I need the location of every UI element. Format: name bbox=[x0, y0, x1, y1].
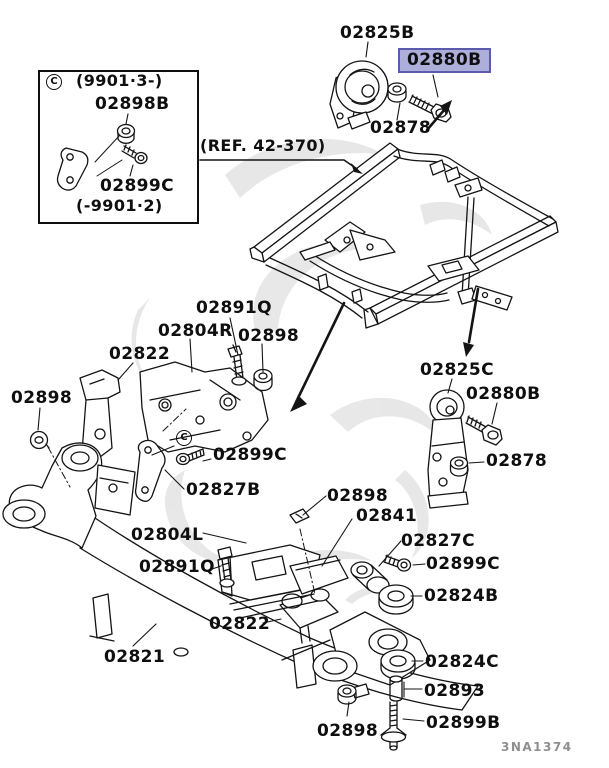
inset-circle-c-mark: C bbox=[46, 74, 62, 90]
callout-02880b-selected[interactable]: 02880B bbox=[398, 48, 491, 73]
applicability-inset-box bbox=[38, 70, 199, 224]
bolt-02891q-bottom-drawing bbox=[217, 546, 235, 588]
shield-02804l-drawing bbox=[217, 544, 321, 619]
mount-02825c-drawing bbox=[427, 389, 469, 509]
spacer-02893-drawing bbox=[389, 675, 403, 702]
callout-02891q-top[interactable]: 02891Q bbox=[196, 298, 272, 318]
callout-02804r[interactable]: 02804R bbox=[158, 321, 233, 341]
frame-drawing bbox=[249, 142, 559, 329]
callout-02824c[interactable]: 02824C bbox=[425, 652, 500, 672]
inset-parts-drawing bbox=[56, 123, 148, 191]
callout-02822-bottom[interactable]: 02822 bbox=[209, 614, 271, 634]
callout-02899c-right[interactable]: 02899C bbox=[426, 554, 501, 574]
pointer-arrows bbox=[297, 107, 480, 398]
nut-02878-right-drawing bbox=[449, 456, 469, 477]
diagram-code: 3NA1374 bbox=[501, 740, 573, 754]
bolt-02899b-drawing bbox=[380, 701, 407, 751]
mount-02822-bottom-drawing bbox=[279, 576, 339, 644]
washer-02824c-drawing bbox=[380, 649, 416, 680]
callout-02822-left[interactable]: 02822 bbox=[109, 344, 171, 364]
callout-02898-mid[interactable]: 02898 bbox=[238, 326, 300, 346]
callout-02893[interactable]: 02893 bbox=[424, 681, 486, 701]
callout-02878-right[interactable]: 02878 bbox=[486, 451, 548, 471]
callout-02821[interactable]: 02821 bbox=[104, 647, 166, 667]
clip-02898-center-drawing bbox=[289, 508, 310, 524]
bolt-02880b-right-drawing bbox=[465, 415, 503, 446]
callout-02899c-mid[interactable]: 02899C bbox=[213, 445, 288, 465]
callout-02827c[interactable]: 02827C bbox=[401, 531, 476, 551]
circle-c-mark-mid: C bbox=[176, 430, 192, 446]
callout-02898-bottom[interactable]: 02898 bbox=[317, 721, 379, 741]
callout-02878-top[interactable]: 02878 bbox=[370, 118, 432, 138]
callout-02898-left[interactable]: 02898 bbox=[11, 388, 73, 408]
inset-date-range-bottom: (-9901·2) bbox=[76, 196, 163, 215]
callout-02825c[interactable]: 02825C bbox=[420, 360, 495, 380]
callout-02880b-right[interactable]: 02880B bbox=[466, 384, 541, 404]
mount-02825b-drawing bbox=[329, 60, 389, 130]
crossmember-02821-drawing bbox=[2, 442, 479, 711]
callout-02898b[interactable]: 02898B bbox=[95, 94, 170, 114]
bolt-02899c-mid-drawing bbox=[175, 448, 205, 466]
callout-02898-center[interactable]: 02898 bbox=[327, 486, 389, 506]
washer-02824b-drawing bbox=[378, 584, 414, 615]
callout-02899b[interactable]: 02899B bbox=[426, 713, 501, 733]
plate-02827b-drawing bbox=[134, 439, 166, 502]
callout-02804l[interactable]: 02804L bbox=[131, 525, 204, 545]
callout-02827b[interactable]: 02827B bbox=[186, 480, 261, 500]
callout-02891q-bottom[interactable]: 02891Q bbox=[139, 557, 215, 577]
centerline-leaders bbox=[47, 408, 316, 595]
callout-02824b[interactable]: 02824B bbox=[424, 586, 499, 606]
clip-02898-bottom-drawing bbox=[337, 684, 357, 705]
callout-02899c-inset[interactable]: 02899C bbox=[100, 176, 175, 196]
inset-date-range-top: (9901·3-) bbox=[76, 71, 163, 90]
leader-lines bbox=[37, 41, 498, 722]
sheet-02841-drawing bbox=[289, 555, 349, 595]
bolt-02891q-top-drawing bbox=[227, 344, 247, 386]
bracket-02804r-drawing bbox=[139, 361, 269, 453]
nut-02898-left-drawing bbox=[29, 430, 50, 450]
ref-underline bbox=[199, 159, 358, 170]
callout-02841[interactable]: 02841 bbox=[356, 506, 418, 526]
ref-label: (REF. 42-370) bbox=[200, 136, 326, 155]
bracket-02822-left-drawing bbox=[79, 369, 121, 461]
nut-02878-top-drawing bbox=[387, 82, 407, 103]
bolt-02899c-right-drawing bbox=[383, 554, 412, 572]
callout-02825b[interactable]: 02825B bbox=[340, 23, 415, 43]
